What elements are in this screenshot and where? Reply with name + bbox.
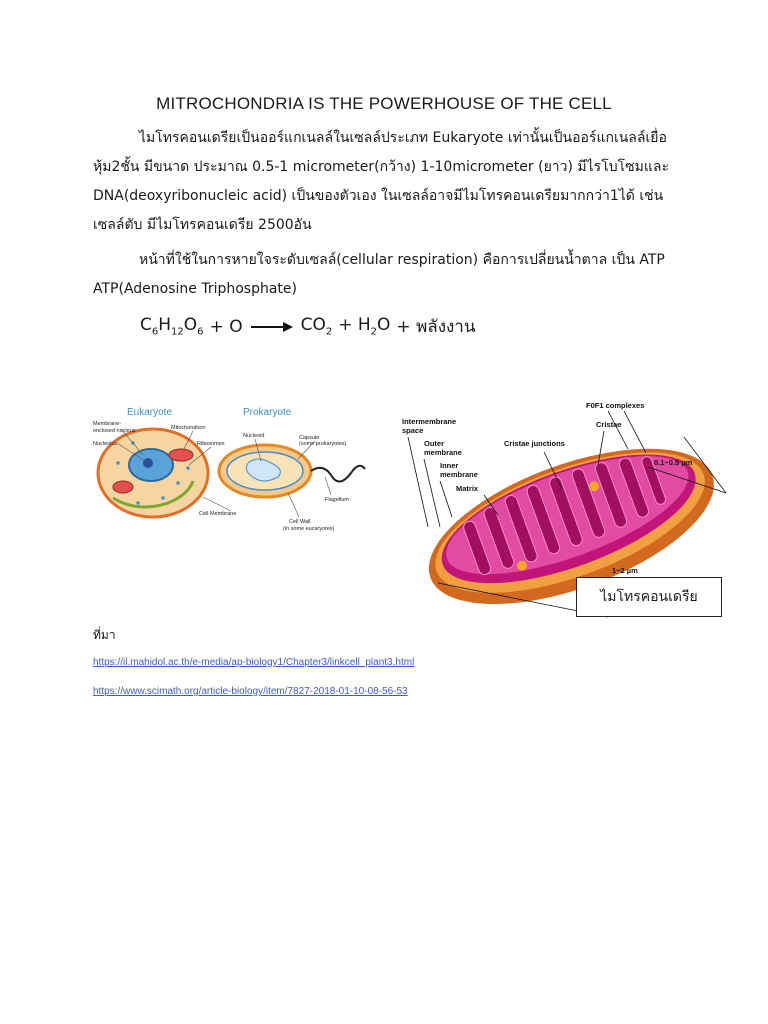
- svg-text:Cell Membrane: Cell Membrane: [199, 511, 236, 517]
- svg-text:Cell Wall: Cell Wall: [289, 519, 311, 525]
- p2-line1: หน้าที่ใช้ในการหายใจระดับเซลล์(cellular …: [139, 252, 665, 268]
- svg-text:0.1~0.5 µm: 0.1~0.5 µm: [654, 458, 693, 467]
- svg-text:Cristae junctions: Cristae junctions: [504, 439, 565, 448]
- svg-text:Nucleolus: Nucleolus: [93, 441, 117, 447]
- p2-line2: ATP(Adenosine Triphosphate): [93, 281, 297, 297]
- svg-text:1~2 µm: 1~2 µm: [612, 566, 638, 575]
- p1-line4: เซลล์ตับ มีไมโทรคอนเดรีย 2500อัน: [93, 217, 312, 233]
- paragraph-function: หน้าที่ใช้ในการหายใจระดับเซลล์(cellular …: [93, 246, 693, 304]
- source-label: ที่มา: [93, 628, 116, 642]
- source-link-scimath[interactable]: https://www.scimath.org/article-biology/…: [93, 686, 408, 697]
- nucleolus: [143, 458, 153, 468]
- svg-text:membrane: membrane: [440, 470, 478, 479]
- source-link-mahidol[interactable]: https://il.mahidol.ac.th/e-media/ap-biol…: [93, 657, 415, 668]
- p1-line1: ไมโทรคอนเดรียเป็นออร์แกเนลล์ในเซลล์ประเภ…: [139, 130, 667, 146]
- document-title: MITROCHONDRIA IS THE POWERHOUSE OF THE C…: [156, 94, 612, 113]
- svg-text:Cristae: Cristae: [596, 420, 621, 429]
- p1-line2: หุ้ม2ชั้น มีขนาด ประมาณ 0.5-1 micrometer…: [93, 159, 669, 175]
- svg-text:Inner: Inner: [440, 461, 458, 470]
- cell-comparison-figure: Eukaryote Prokaryote Membrane- enclosed …: [93, 407, 366, 532]
- arrow-right-icon: [250, 321, 293, 332]
- svg-text:(some prokaryotes): (some prokaryotes): [299, 441, 347, 447]
- cristae: [463, 456, 667, 576]
- mitochondrion-small: [168, 448, 194, 462]
- svg-text:Membrane-: Membrane-: [93, 421, 121, 427]
- svg-text:space: space: [402, 426, 423, 435]
- svg-text:enclosed nucleus: enclosed nucleus: [93, 428, 136, 434]
- svg-text:Mitochondrion: Mitochondrion: [171, 425, 206, 431]
- svg-text:Capsule: Capsule: [299, 435, 319, 441]
- equation-energy: + พลังงาน: [396, 317, 476, 337]
- respiration-equation: C6H12O6 + O CO2 + H2O + พลังงาน: [140, 313, 475, 340]
- svg-text:F0F1 complexes: F0F1 complexes: [586, 401, 644, 410]
- mitochondria-caption-box: ไมโทรคอนเดรีย: [576, 577, 722, 617]
- svg-text:Intermembrane: Intermembrane: [402, 417, 456, 426]
- equation-plus-o: + O: [209, 316, 243, 337]
- svg-text:(in some eucaryotes): (in some eucaryotes): [283, 526, 335, 532]
- flagellum: [310, 464, 366, 483]
- mitochondrion-figure: F0F1 complexes Intermembrane space Outer…: [402, 401, 727, 618]
- svg-text:Matrix: Matrix: [456, 484, 479, 493]
- paragraph-mitochondria-description: ไมโทรคอนเดรียเป็นออร์แกเนลล์ในเซลล์ประเภ…: [93, 124, 693, 240]
- svg-text:membrane: membrane: [424, 448, 462, 457]
- svg-text:Nucleoid: Nucleoid: [243, 433, 264, 439]
- prokaryote-heading: Prokaryote: [243, 407, 292, 418]
- eukaryote-heading: Eukaryote: [127, 407, 172, 418]
- svg-text:Outer: Outer: [424, 439, 444, 448]
- svg-text:Flagellum: Flagellum: [325, 497, 349, 503]
- svg-text:Ribosomes: Ribosomes: [197, 441, 225, 447]
- p1-line3: DNA(deoxyribonucleic acid) เป็นของตัวเอง…: [93, 188, 664, 204]
